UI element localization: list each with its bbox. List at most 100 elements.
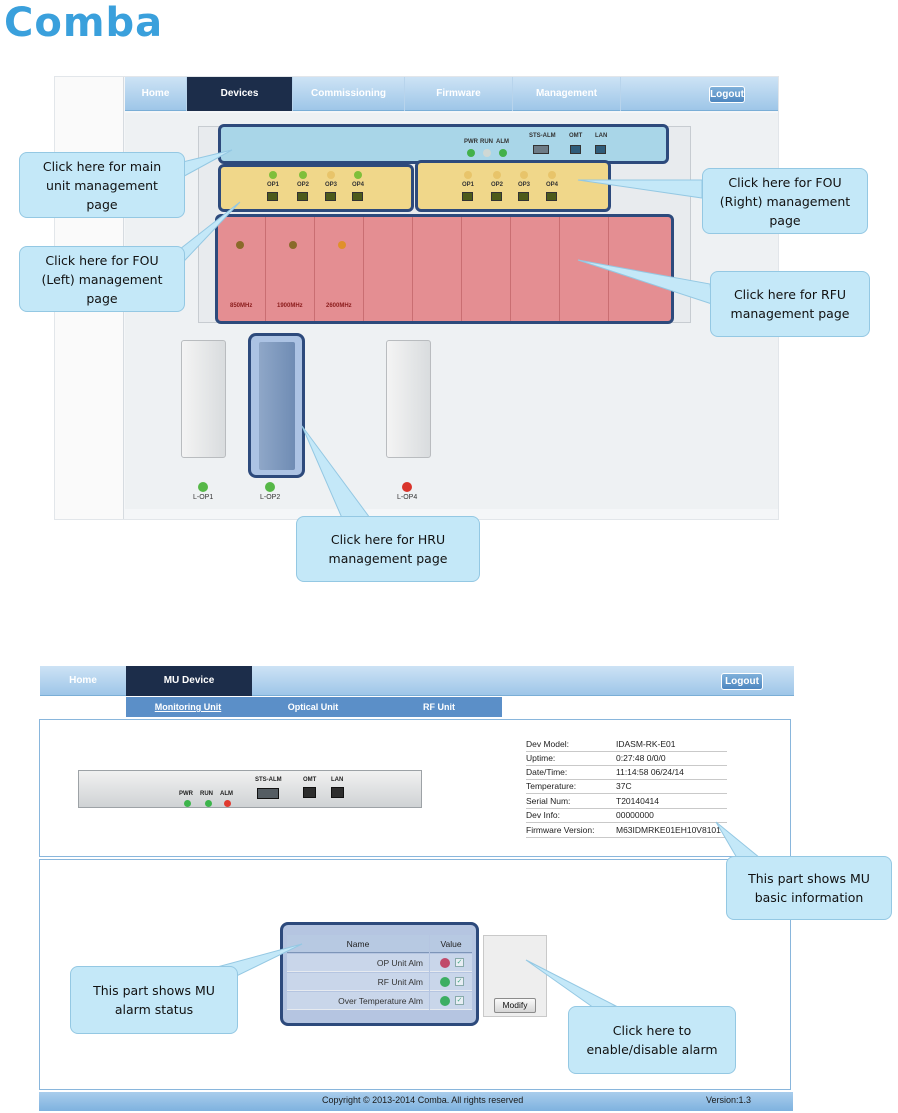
- omt-label: OMT: [303, 777, 317, 783]
- top-nav: Home Devices Commissioning Firmware Mana…: [125, 77, 778, 111]
- rfu-slot: 2600MHz: [316, 217, 364, 321]
- op3-label: OP3: [325, 182, 338, 188]
- rfu-band-label: 1900MHz: [277, 303, 303, 309]
- hru-2-label: L-OP2: [260, 494, 281, 501]
- mu-footer: Copyright © 2013-2014 Comba. All rights …: [39, 1092, 793, 1111]
- modify-button[interactable]: Modify: [494, 998, 536, 1013]
- tab-home[interactable]: Home: [69, 675, 97, 686]
- mu-subnav: Monitoring Unit Optical Unit RF Unit: [126, 697, 502, 717]
- alarm-value-op-unit: ✓: [430, 954, 472, 972]
- op1-led: [269, 171, 277, 179]
- rfu-slot: [365, 217, 413, 321]
- pointer-rfu: [577, 259, 713, 305]
- alarm-status-highlight: Name Value OP Unit Alm ✓ RF Unit Alm ✓ O…: [280, 922, 479, 1026]
- tab-management[interactable]: Management: [513, 77, 621, 111]
- op3-led: [327, 171, 335, 179]
- op1-port-icon: [267, 192, 278, 201]
- hru-2-led: [265, 482, 275, 492]
- hru-1-led: [198, 482, 208, 492]
- pwr-led: [467, 149, 475, 157]
- omt-port-icon: [570, 145, 581, 154]
- omt-port-icon: [303, 787, 316, 798]
- subtab-rf-unit[interactable]: RF Unit: [423, 702, 455, 712]
- op2-label: OP2: [491, 182, 504, 188]
- callout-alarm-status: This part shows MU alarm status: [70, 966, 238, 1034]
- tab-devices[interactable]: Devices: [187, 77, 293, 111]
- info-row-firmware-version: Firmware Version:M63IDMRKE01EH10V8101: [526, 824, 727, 838]
- info-row-serial-num: Serial Num:T20140414: [526, 795, 727, 809]
- hru-1-label: L-OP1: [193, 494, 214, 501]
- callout-rfu: Click here for RFU management page: [710, 271, 870, 337]
- op1-label: OP1: [462, 182, 475, 188]
- info-row-uptime: Uptime:0:27:48 0/0/0: [526, 752, 727, 766]
- callout-fou-left: Click here for FOU (Left) management pag…: [19, 246, 185, 312]
- op4-led: [548, 171, 556, 179]
- alm-led: [224, 800, 231, 807]
- version-text: Version:1.3: [706, 1095, 752, 1105]
- tab-firmware[interactable]: Firmware: [405, 77, 513, 111]
- logout-button[interactable]: Logout: [709, 86, 745, 103]
- tab-home[interactable]: Home: [125, 77, 187, 111]
- tab-commissioning[interactable]: Commissioning: [293, 77, 405, 111]
- info-row-dev-info: Dev Info:00000000: [526, 809, 727, 823]
- op1-label: OP1: [267, 182, 280, 188]
- op4-led: [354, 171, 362, 179]
- rf-unit-status-led: [440, 977, 450, 987]
- alarm-row-rf-unit: RF Unit Alm: [287, 973, 429, 991]
- subtab-monitoring-unit[interactable]: Monitoring Unit: [154, 702, 222, 712]
- rfu-band-label: 2600MHz: [326, 303, 352, 309]
- rfu-led: [338, 241, 346, 249]
- op4-label: OP4: [352, 182, 365, 188]
- alarm-row-op-unit: OP Unit Alm: [287, 954, 429, 972]
- rfu-slot: 1900MHz: [267, 217, 315, 321]
- callout-enable-alarm: Click here to enable/disable alarm: [568, 1006, 736, 1074]
- rfu-band-label: 850MHz: [230, 303, 253, 309]
- op2-port-icon: [491, 192, 502, 201]
- info-row-datetime: Date/Time:11:14:58 06/24/14: [526, 766, 727, 780]
- sts-alm-label: STS-ALM: [255, 777, 282, 783]
- over-temp-checkbox[interactable]: ✓: [455, 996, 464, 1005]
- rfu-led: [289, 241, 297, 249]
- op-unit-checkbox[interactable]: ✓: [455, 958, 464, 967]
- fou-left-panel[interactable]: OP1 OP2 OP3 OP4: [218, 164, 414, 212]
- lan-label: LAN: [595, 133, 608, 139]
- op4-label: OP4: [546, 182, 559, 188]
- alarm-value-rf-unit: ✓: [430, 973, 472, 991]
- run-led: [205, 800, 212, 807]
- op2-led: [299, 171, 307, 179]
- callout-basic-info: This part shows MU basic information: [726, 856, 892, 920]
- rf-unit-checkbox[interactable]: ✓: [455, 977, 464, 986]
- mu-front-panel[interactable]: PWR RUN ALM STS-ALM OMT LAN: [78, 770, 422, 808]
- tab-mu-device[interactable]: MU Device: [126, 666, 252, 696]
- op-unit-status-led: [440, 958, 450, 968]
- op2-label: OP2: [297, 182, 310, 188]
- hru-unit-1[interactable]: [181, 340, 226, 458]
- run-led: [483, 149, 491, 157]
- callout-main-unit: Click here for main unit management page: [19, 152, 185, 218]
- sts-alm-label: STS-ALM: [529, 133, 556, 139]
- run-label: RUN: [480, 139, 493, 145]
- rfu-slot: 850MHz: [218, 217, 266, 321]
- alm-led: [499, 149, 507, 157]
- op1-led: [464, 171, 472, 179]
- subtab-optical-unit[interactable]: Optical Unit: [287, 702, 339, 712]
- lan-label: LAN: [331, 777, 344, 783]
- pwr-led: [184, 800, 191, 807]
- pointer-hru: [301, 425, 371, 519]
- logout-button[interactable]: Logout: [721, 673, 763, 690]
- run-label: RUN: [200, 791, 213, 797]
- alarm-value-over-temperature: ✓: [430, 992, 472, 1010]
- hru-unit-2-selected[interactable]: [248, 333, 305, 478]
- hru-unit-4[interactable]: [386, 340, 431, 458]
- sts-alm-port-icon: [533, 145, 549, 154]
- fou-right-panel[interactable]: OP1 OP2 OP3 OP4: [415, 160, 611, 212]
- alarm-header-name: Name: [287, 935, 429, 953]
- pointer-enable-alarm: [525, 959, 618, 1009]
- rfu-panel[interactable]: 850MHz 1900MHz 2600MHz: [215, 214, 674, 324]
- rfu-led: [236, 241, 244, 249]
- mu-top-nav: Home MU Device Logout: [40, 666, 794, 696]
- lan-port-icon: [595, 145, 606, 154]
- op4-port-icon: [546, 192, 557, 201]
- op3-led: [520, 171, 528, 179]
- info-row-temperature: Temperature:37C: [526, 780, 727, 794]
